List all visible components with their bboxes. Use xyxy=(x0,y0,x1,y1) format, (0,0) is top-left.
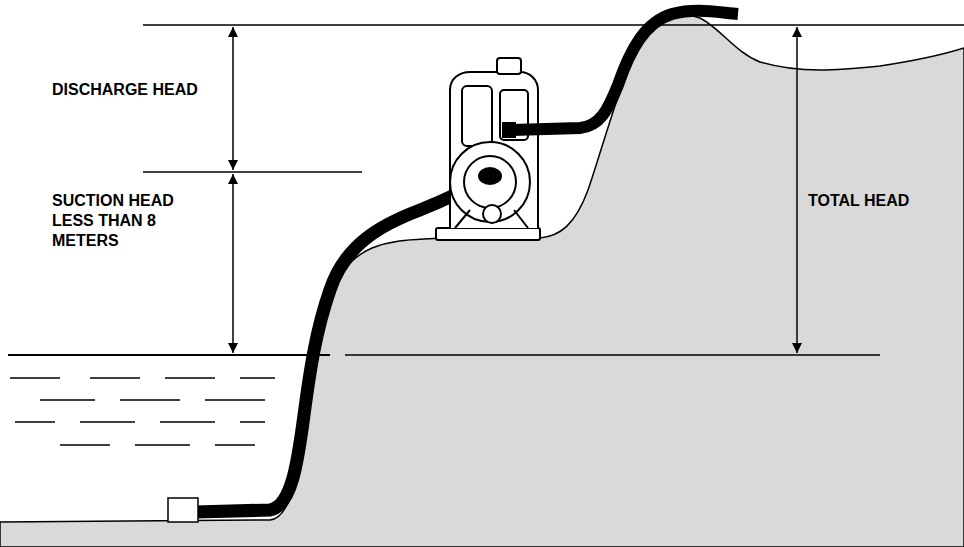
pump xyxy=(436,58,540,240)
discharge-hose xyxy=(512,11,738,130)
discharge-port xyxy=(502,122,516,138)
dimension-label: DISCHARGE HEAD xyxy=(52,80,202,100)
dimension-label: SUCTION HEAD LESS THAN 8 METERS xyxy=(52,191,202,251)
ground xyxy=(0,15,964,547)
suction-hose xyxy=(195,175,492,512)
dimension-label: TOTAL HEAD xyxy=(808,191,958,211)
dimension-lines xyxy=(143,25,964,355)
suction-port xyxy=(478,167,502,185)
strainer xyxy=(168,498,198,522)
water-surface xyxy=(8,355,330,445)
